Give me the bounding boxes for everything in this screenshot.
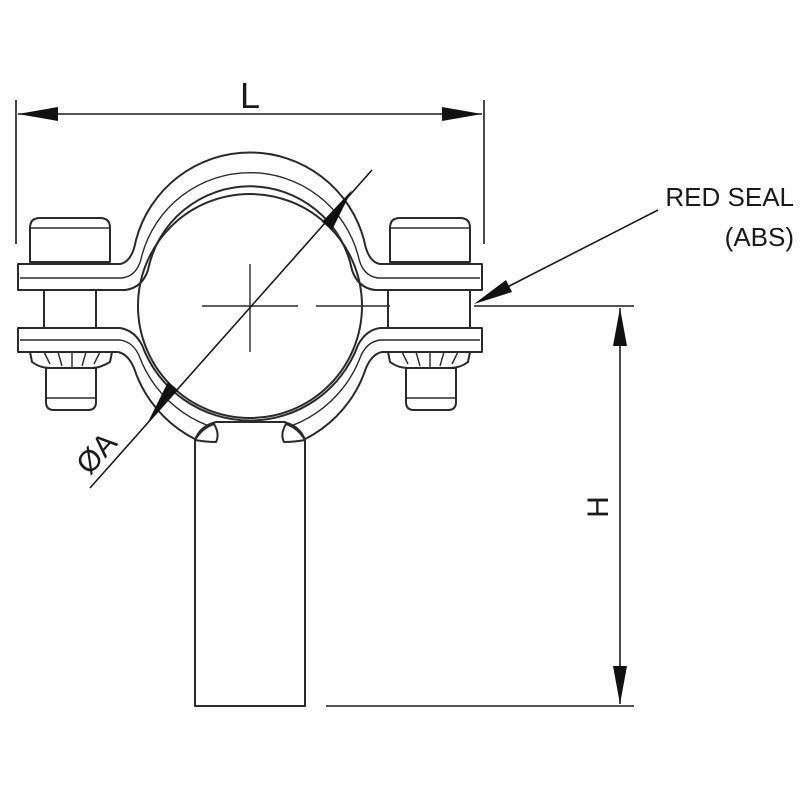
upper-clamp-band [17,151,483,291]
arrow-head [613,308,627,346]
left-nut [29,351,113,369]
right-bolt-end [405,367,457,411]
red-seal-material-label: (ABS) [725,222,794,252]
arrow-head [442,107,482,121]
dimension-l-label: L [240,75,260,116]
left-bolt-end [45,367,97,411]
dimension-diameter-label: ØA [70,426,124,480]
arrow-head [18,107,58,121]
left-bolt-head [29,217,111,263]
right-bolt-shank [387,289,471,331]
right-nut [387,351,471,369]
right-bolt-head [389,217,471,263]
dimension-h [326,305,634,707]
arrow-head [474,280,512,304]
support-stem [194,421,306,707]
arrow-head [322,190,352,230]
arrow-head [613,666,627,704]
left-bolt-shank [43,289,97,331]
dimension-diameter [89,169,373,489]
dimension-h-label: H [582,496,615,518]
red-seal-label: RED SEAL [665,182,794,212]
dimension-l [15,100,485,244]
red-seal-leader [474,209,659,304]
arrow-head [148,382,178,422]
